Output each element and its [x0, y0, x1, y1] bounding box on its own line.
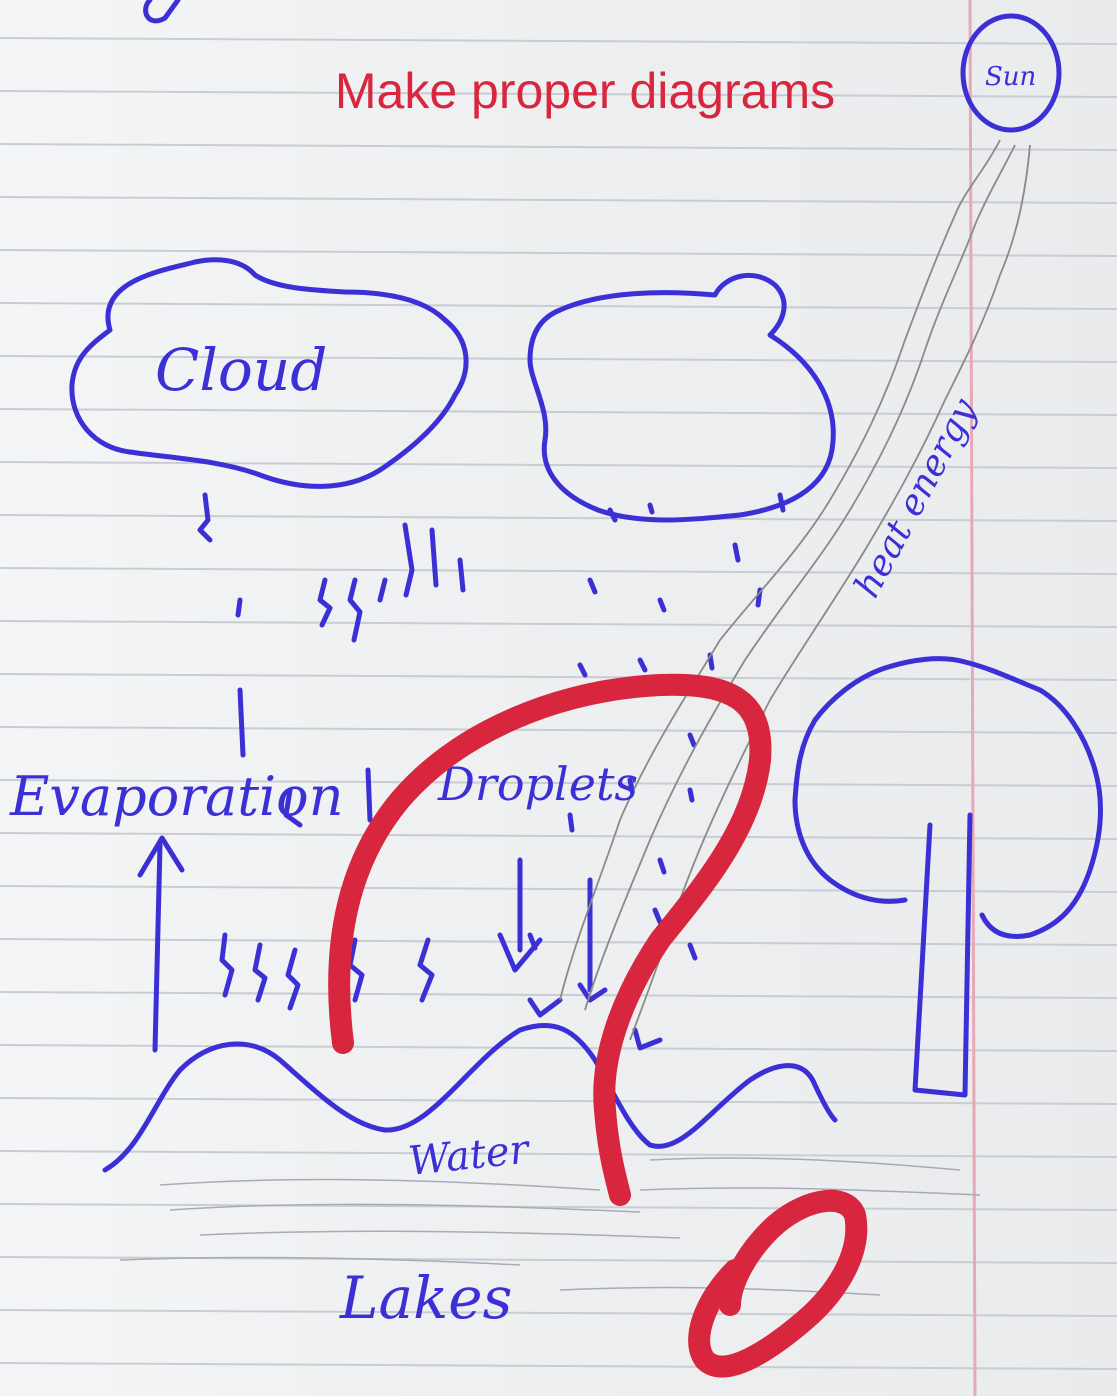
margin-line: [970, 0, 975, 1396]
ruled-line: [0, 833, 1117, 839]
ruled-line: [0, 1363, 1117, 1369]
evaporation-label: Evaporation: [9, 765, 343, 828]
cloud-label: Cloud: [155, 336, 327, 404]
ruled-line: [0, 1151, 1117, 1157]
ruled-line: [0, 515, 1117, 521]
ruled-line: [0, 992, 1117, 998]
lakes-label: Lakes: [339, 1264, 512, 1332]
ruled-line: [0, 886, 1117, 892]
evaporation-guide-line: [240, 690, 243, 755]
ruled-line: [0, 144, 1117, 150]
partial-letter-stroke: [146, 0, 178, 21]
droplets-label: Droplets: [437, 757, 638, 811]
ruled-line: [0, 727, 1117, 733]
teacher-note: Make proper diagrams: [0, 62, 1117, 120]
ruled-line: [0, 1098, 1117, 1104]
ruled-line: [0, 1310, 1117, 1316]
heat-rays: [560, 140, 1030, 1040]
ruled-line: [0, 197, 1117, 203]
ruled-line: [0, 38, 1117, 44]
right-cloud: [530, 275, 833, 520]
water-label: Water: [406, 1126, 533, 1185]
tree-crown: [795, 659, 1100, 937]
ruled-line: [0, 250, 1117, 256]
evaporation-arrow: [140, 838, 182, 1050]
red-question-mark-dot: [699, 1201, 856, 1367]
ruled-line: [0, 939, 1117, 945]
ruled-line: [0, 674, 1117, 680]
ruled-line: [0, 568, 1117, 574]
ruled-line: [0, 621, 1117, 627]
tree-trunk: [915, 815, 970, 1095]
ruled-line: [0, 1045, 1117, 1051]
